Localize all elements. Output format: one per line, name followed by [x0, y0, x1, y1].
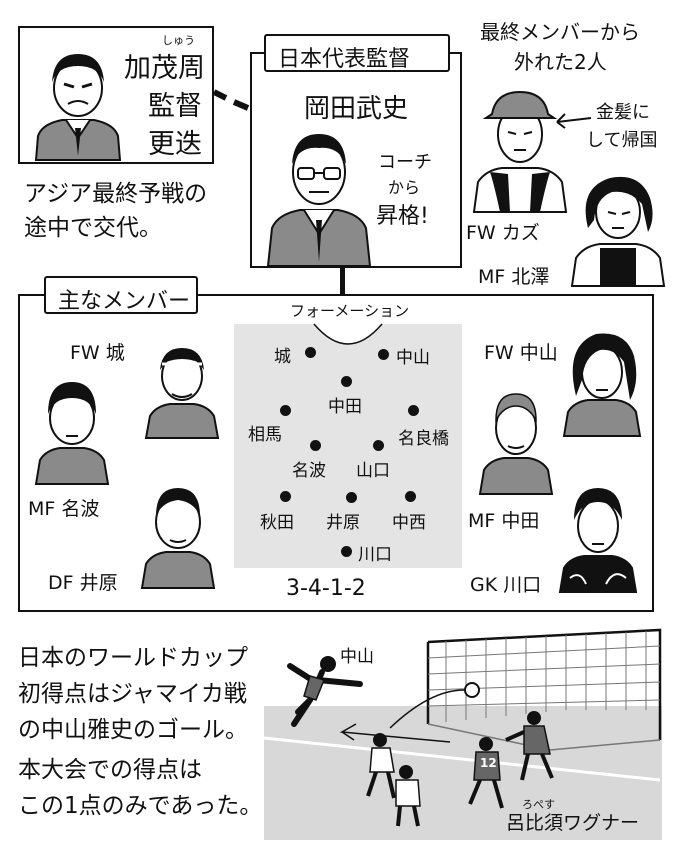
kazu-label: FW カズ — [466, 222, 540, 244]
dot-ihara — [346, 492, 357, 503]
dot-nanami — [310, 440, 321, 451]
dot-soma — [280, 405, 291, 416]
nakata-portrait — [478, 393, 554, 495]
formation-pitch — [234, 323, 462, 568]
okada-portrait — [266, 134, 372, 267]
coach-note-1: コーチ — [378, 152, 432, 173]
player-label-ihara: DF 井原 — [48, 568, 118, 595]
player-pos: MF — [28, 498, 56, 520]
excluded-heading-2: 外れた2人 — [514, 50, 607, 74]
excluded-heading-1: 最終メンバーから — [480, 20, 640, 44]
dot-kawaguchi — [341, 546, 352, 557]
goal-text-2: 初得点はジャマイカ戦 — [18, 681, 247, 707]
player-label-jo: FW 城 — [70, 338, 125, 365]
player-name: 城 — [105, 342, 125, 364]
goal-text-5: この1点のみであった。 — [18, 793, 263, 819]
kazu-portrait — [472, 90, 568, 213]
dot-nakata — [341, 376, 352, 387]
player-name: 川口 — [503, 574, 542, 596]
keeper-label: 呂比須ワグナー — [506, 812, 640, 834]
members-tab-label: 主なメンバー — [58, 289, 191, 314]
player-label-nakata: MF 中田 — [468, 506, 539, 533]
formation-label: 3-4-1-2 — [286, 576, 366, 601]
pitch-yamaguchi: 山口 — [356, 461, 390, 481]
player-name: 井原 — [79, 572, 118, 594]
pitch-nakata: 中田 — [328, 397, 362, 417]
previous-coach-note-1: アジア最終予戦の — [24, 181, 208, 207]
center-circle-arc — [313, 323, 383, 345]
previous-coach-title: 監督 — [148, 91, 202, 122]
keeper-ruby: ろぺす — [522, 798, 555, 811]
dot-yamaguchi — [373, 440, 384, 451]
pitch-jo: 城 — [274, 347, 291, 367]
pitch-soma: 相馬 — [248, 425, 282, 445]
player-label-nanami: MF 名波 — [28, 494, 99, 521]
goal-text-3: の中山雅史のゴール。 — [18, 717, 248, 743]
coach-name: 岡田武史 — [304, 94, 409, 124]
members-tab: 主なメンバー — [44, 276, 198, 314]
dot-jo — [305, 347, 316, 358]
scorer-label: 中山 — [340, 647, 374, 667]
goal-text-4: 本大会での得点は — [18, 757, 202, 783]
formation-title: フォーメーション — [286, 300, 414, 321]
coach-panel: 岡田武史 コーチ から 昇格! — [250, 52, 462, 268]
pitch-nakayama: 中山 — [396, 348, 430, 368]
player-pos: GK — [470, 574, 498, 596]
dot-nakayama — [378, 349, 389, 360]
player-name: 名波 — [61, 498, 100, 520]
previous-coach-ruby: しゅう — [162, 34, 195, 47]
kazu-note-1: 金髪に — [596, 102, 650, 123]
player-pos: MF — [468, 510, 496, 532]
player-pos: FW — [70, 342, 100, 364]
pitch-narahashi: 名良橋 — [398, 429, 449, 449]
coach-tab: 日本代表監督 — [264, 34, 450, 72]
dot-narahashi — [408, 405, 419, 416]
goal-text-1: 日本のワールドカップ — [18, 645, 248, 671]
kitazawa-portrait — [570, 176, 666, 287]
kawaguchi-portrait — [558, 488, 638, 593]
nakayama-portrait — [562, 333, 642, 437]
player-pos: DF — [48, 572, 74, 594]
previous-coach-name: 加茂周 — [124, 53, 205, 84]
coach-tab-label: 日本代表監督 — [278, 47, 411, 72]
jo-portrait — [144, 348, 220, 439]
player-label-kawaguchi: GK 川口 — [470, 570, 541, 597]
goal-scene — [263, 628, 662, 827]
previous-coach-status: 更迭 — [148, 129, 202, 160]
pitch-nanami: 名波 — [292, 461, 326, 481]
kazu-note-2: して帰国 — [586, 130, 658, 151]
pitch-nakanishi: 中西 — [392, 513, 426, 533]
pointer-arrow-icon — [556, 113, 592, 129]
player-name: 中田 — [501, 510, 540, 532]
previous-coach-note-2: 途中で交代。 — [24, 215, 162, 241]
ball — [464, 682, 480, 698]
dot-nakanishi — [405, 491, 416, 502]
previous-coach-panel: しゅう 加茂周 監督 更迭 — [18, 26, 214, 164]
player-name: 中山 — [519, 342, 558, 364]
shirt-number: 12 — [480, 756, 497, 770]
coach-note-3: 昇格! — [376, 204, 429, 229]
player-label-nakayama: FW 中山 — [484, 338, 558, 365]
pitch-ihara: 井原 — [326, 513, 360, 533]
ihara-portrait — [140, 488, 216, 589]
coach-to-members-line — [340, 266, 345, 296]
player-pos: FW — [484, 342, 514, 364]
kamo-portrait — [34, 54, 122, 161]
coach-note-2: から — [388, 178, 421, 197]
pitch-kawaguchi: 川口 — [358, 545, 392, 565]
dot-akita — [280, 491, 291, 502]
kitazawa-label: MF 北澤 — [478, 266, 550, 288]
pitch-akita: 秋田 — [260, 513, 294, 533]
nanami-portrait — [34, 382, 110, 485]
